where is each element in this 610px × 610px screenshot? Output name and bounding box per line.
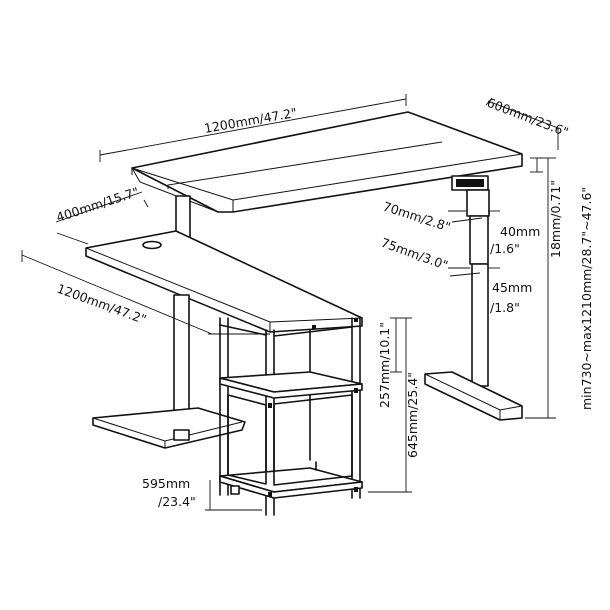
label-top-width: 1200mm/47.2" <box>203 105 298 136</box>
left-leg-base <box>92 294 246 449</box>
label-shelf-depth2: /23.4" <box>158 494 196 509</box>
label-top-thickness: 18mm/0.71" <box>548 180 563 258</box>
label-top-depth: 600mm/23.6" <box>485 95 571 140</box>
label-upper-col-depth1: 40mm <box>500 224 540 239</box>
label-shelf-height: 645mm/25.4" <box>405 372 420 458</box>
label-lower-col-depth1: 45mm <box>492 280 532 295</box>
return-desktop <box>85 230 363 333</box>
label-shelf-depth1: 595mm <box>142 476 190 491</box>
label-shelf-gap: 257mm/10.1" <box>377 322 392 408</box>
label-height-range: min730~max1210mm/28.7"~47.6" <box>579 187 594 410</box>
label-lower-col-depth2: /1.8" <box>490 300 520 315</box>
label-upper-col-depth2: /1.6" <box>490 241 520 256</box>
cable-grommet <box>142 240 162 250</box>
main-desktop <box>131 111 523 213</box>
label-lower-col-width: 75mm/3.0" <box>379 235 450 273</box>
dimension-lines <box>21 94 559 511</box>
right-lift-leg <box>424 175 523 421</box>
label-side-depth: 400mm/15.7" <box>54 184 140 225</box>
label-upper-col-width: 70mm/2.8" <box>381 199 452 235</box>
shelf-unit <box>219 317 363 516</box>
